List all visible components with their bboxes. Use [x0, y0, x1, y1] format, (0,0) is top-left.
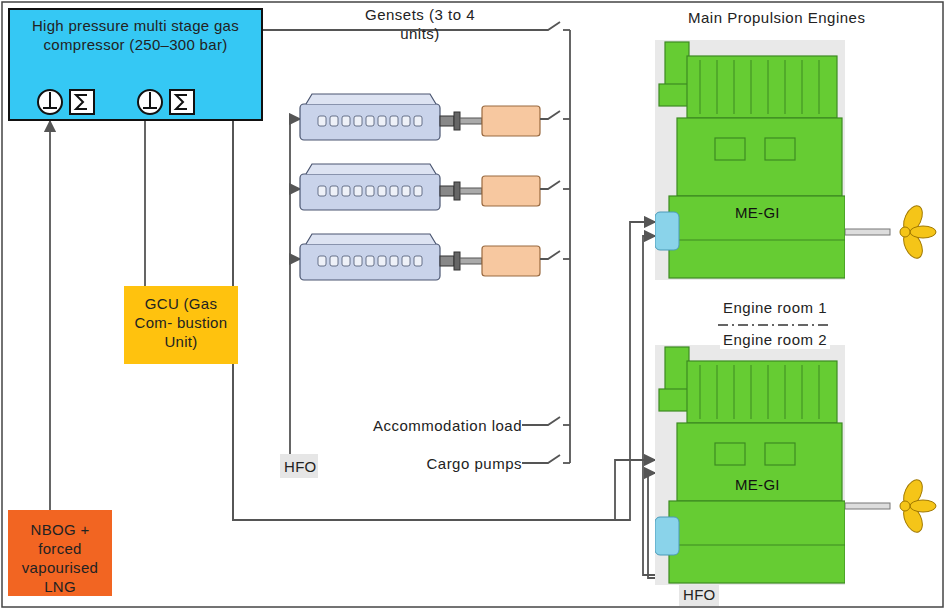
node-text: HFO — [280, 457, 318, 476]
engine-illustration — [655, 40, 845, 280]
nbog-box: NBOG + forced vapourised LNG — [8, 510, 112, 596]
compressor-box: High pressure multi stage gas compressor… — [8, 8, 263, 121]
engine-illustration — [655, 345, 845, 585]
pipe-connector — [144, 121, 146, 286]
gcu-box: GCU (Gas Com- bustion Unit) — [124, 286, 238, 364]
node-text: High pressure multi stage gas compressor… — [10, 16, 261, 54]
engine-me-gi: ME-GI — [655, 345, 845, 585]
compressor-cooler-symbols — [10, 87, 261, 117]
load-label: Accommodation load — [300, 416, 522, 435]
power-wires — [263, 22, 570, 463]
room-label: Engine room 1 — [720, 298, 830, 317]
engine-room-divider — [718, 324, 832, 326]
room-label: Engine room 2 — [720, 330, 830, 349]
node-text: GCU (Gas Com- bustion Unit) — [124, 294, 238, 351]
engine-me-gi: ME-GI — [655, 40, 845, 280]
group-label: Gensets (3 to 4 units) — [360, 5, 480, 43]
section-heading: Main Propulsion Engines — [688, 8, 938, 27]
propellers — [845, 203, 936, 535]
node-text: HFO — [679, 585, 719, 604]
pipe-connector — [49, 121, 51, 510]
pipe-connector — [233, 121, 655, 520]
hfo-box: HFO — [280, 454, 318, 478]
hfo-box: HFO — [679, 583, 719, 606]
genset-illustrations — [300, 94, 570, 280]
node-text: ME-GI — [735, 203, 780, 222]
pipe-connector — [233, 121, 655, 520]
node-text: NBOG + forced vapourised LNG — [8, 520, 112, 596]
node-text: ME-GI — [735, 475, 780, 494]
load-label: Cargo pumps — [300, 454, 522, 473]
